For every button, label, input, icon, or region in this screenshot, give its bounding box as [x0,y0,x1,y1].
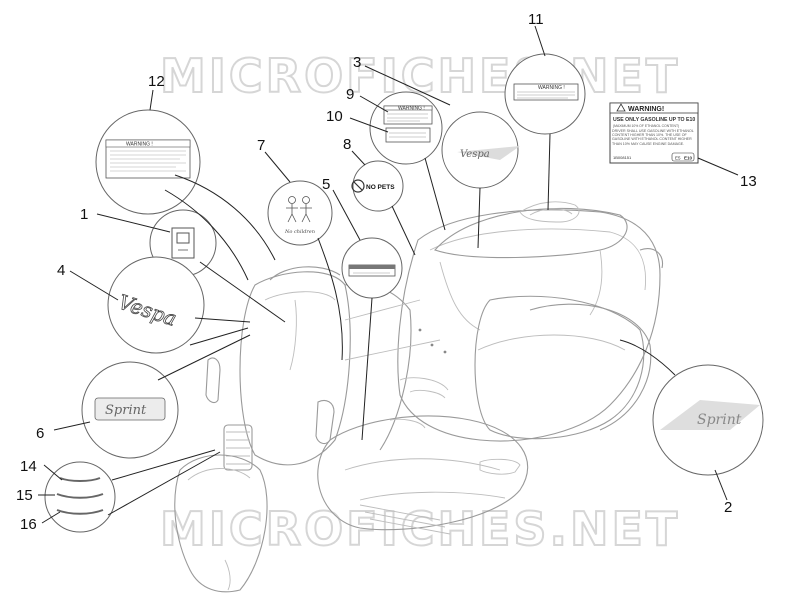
callout-11: 11 [528,11,544,28]
decal-6-sprint: Sprint [81,361,179,459]
warning-9-title: WARNING ! [398,106,425,112]
callout-6: 6 [36,425,44,442]
decal-7-children: No children [267,180,333,246]
callout-12: 12 [148,73,165,90]
gas-warning-badge: E10 [684,156,693,161]
callout-numbers: 12 1 4 6 14 15 16 7 5 8 9 10 3 11 13 2 [16,11,757,533]
sprint-script-6: Sprint [105,403,147,418]
decal-8-no-pets: NO PETS [351,160,404,212]
gas-warning-title: WARNING! [628,106,664,113]
callout-3: 3 [353,54,361,71]
callout-2: 2 [724,499,732,516]
warning-11-title: WARNING ! [538,85,565,91]
decal-12-title: WARNING ! [126,142,153,148]
gas-warning-body-wrap: DRIVER SHALL USE GASOLINE WITH ETHANOL C… [612,129,694,146]
gas-warning-line2: (MAXIMUM 10% OF ETHANOL CONTENT) [613,124,679,128]
callout-10: 10 [326,108,343,125]
leader-lines [38,25,739,524]
watermark-bottom: MICROFICHES.NET [160,502,680,556]
gas-warning-body: DRIVER SHALL USE GASOLINE WITH ETHANOL C… [612,129,694,146]
gas-warning-line1: USE ONLY GASOLINE UP TO E10 [613,117,695,123]
callout-5: 5 [322,176,330,193]
callout-14: 14 [20,458,37,475]
callout-1: 1 [80,206,88,223]
decal-9-10-warnings: WARNING ! [369,91,443,165]
vespa-script-3: Vespa [460,149,490,160]
callout-4: 4 [57,262,65,279]
sprint-script-2: Sprint [697,412,742,428]
decal-14-16-stripes [44,461,116,533]
callout-7: 7 [257,137,265,154]
decal-12-warning: WARNING ! [95,109,201,215]
decal-3-vespa-badge: Vespa [441,111,520,189]
decal-4-vespa-logo: Vespa [107,256,205,354]
decal-5-label [341,237,403,299]
decal-2-sprint-badge: Sprint [652,364,764,476]
decal-13-gasoline-warning: WARNING! USE ONLY GASOLINE UP TO E10 (MA… [609,102,699,164]
callout-8: 8 [343,136,351,153]
callout-9: 9 [346,86,354,103]
decal-11-warning: WARNING ! [504,53,586,135]
children-caption: No children [284,229,315,235]
callout-13: 13 [740,173,757,190]
callout-16: 16 [20,516,37,533]
callout-15: 15 [16,487,33,504]
no-pets-text: NO PETS [366,184,395,191]
gas-warning-code: 1B008151 [613,155,632,160]
gas-warning-badge-prefix: E5 [675,156,681,161]
scooter-drawing [174,201,664,593]
